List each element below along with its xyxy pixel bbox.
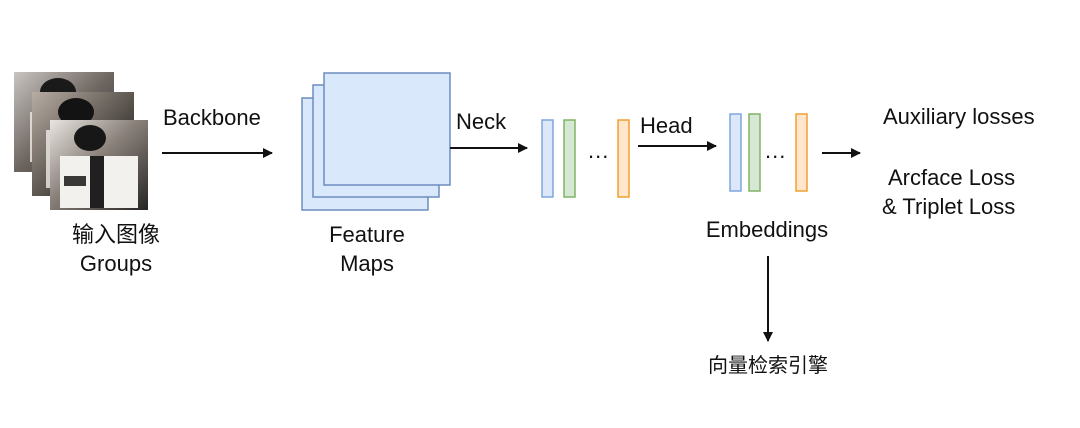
neck-bar-orange bbox=[617, 119, 630, 198]
arcface-loss-label: Arcface Loss bbox=[888, 165, 1016, 190]
neck-label: Neck bbox=[456, 109, 507, 134]
neck-bars bbox=[541, 119, 630, 198]
feature-maps-stack bbox=[301, 72, 451, 211]
embedding-bars bbox=[729, 113, 808, 192]
triplet-loss-label: & Triplet Loss bbox=[882, 194, 1016, 219]
neck-bar-blue bbox=[541, 119, 554, 198]
feature-map-front bbox=[323, 72, 451, 186]
input-label-cn: 输入图像 bbox=[71, 222, 160, 247]
embedding-bar-blue bbox=[729, 113, 742, 192]
backbone-label: Backbone bbox=[163, 105, 261, 130]
embedding-bar-green bbox=[748, 113, 761, 192]
embeddings-label: Embeddings bbox=[705, 217, 829, 242]
feature-maps-label-line1: Feature bbox=[329, 222, 405, 247]
input-image-stack bbox=[14, 72, 148, 210]
embedding-ellipsis: ... bbox=[765, 138, 787, 163]
embedding-bar-orange bbox=[795, 113, 808, 192]
input-label-en: Groups bbox=[79, 251, 153, 276]
search-engine-label: 向量检索引擎 bbox=[708, 355, 828, 377]
auxiliary-losses-label: Auxiliary losses bbox=[883, 104, 1035, 129]
input-photo-front bbox=[50, 120, 148, 210]
neck-ellipsis: ... bbox=[588, 138, 610, 163]
head-label: Head bbox=[640, 113, 693, 138]
neck-bar-green bbox=[563, 119, 576, 198]
feature-maps-label-line2: Maps bbox=[340, 251, 394, 276]
